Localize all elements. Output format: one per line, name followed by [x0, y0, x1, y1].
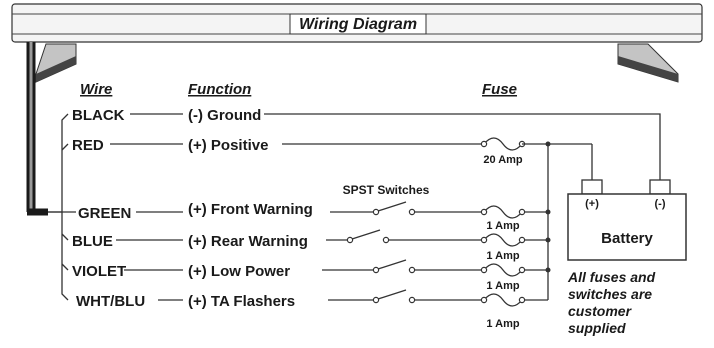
- diagram-title: Wiring Diagram: [299, 16, 417, 33]
- fuse-20a-terminal-left: [480, 140, 488, 148]
- battery: [567, 179, 687, 261]
- fan-out-leads: [48, 113, 76, 301]
- function-label-positive: (+) Positive: [188, 137, 268, 154]
- lightbar: [11, 3, 703, 43]
- wire-label-red: RED: [72, 137, 104, 154]
- fuse-front-warning-label: 1 Amp: [486, 220, 519, 232]
- note-line-2: switches are: [568, 286, 652, 302]
- battery-negative-label: (-): [655, 198, 666, 210]
- note-line-3: customer: [568, 303, 633, 319]
- fuse-low-power-label: 1 Amp: [486, 280, 519, 292]
- fuse-20a-label: 20 Amp: [483, 154, 523, 166]
- wire-label-black: BLACK: [72, 107, 125, 124]
- function-label-low-power: (+) Low Power: [188, 263, 290, 280]
- wire-to-function-lines: [110, 113, 183, 301]
- header-fuse: Fuse: [482, 81, 517, 98]
- function-label-front-warning: (+) Front Warning: [188, 201, 313, 218]
- fuse-rear-warning-label: 1 Amp: [486, 250, 519, 262]
- wire-label-wht-blu: WHT/BLU: [76, 293, 145, 310]
- function-label-ta-flashers: (+) TA Flashers: [188, 293, 295, 310]
- function-label-rear-warning: (+) Rear Warning: [188, 233, 308, 250]
- function-label-ground: (-) Ground: [188, 107, 261, 124]
- fuse-ta-flashers-label: 1 Amp: [486, 318, 519, 330]
- wire-label-green: GREEN: [78, 205, 131, 222]
- note-line-1: All fuses and: [567, 269, 656, 285]
- note-line-4: supplied: [568, 320, 626, 336]
- wire-label-violet: VIOLET: [72, 263, 126, 280]
- wire-label-blue: BLUE: [72, 233, 113, 250]
- header-wire: Wire: [80, 81, 112, 98]
- ground-wire: [264, 113, 661, 180]
- left-mounting-foot-shadow: [36, 56, 76, 82]
- header-function: Function: [188, 81, 251, 98]
- fuse-20a-symbol: [483, 137, 523, 151]
- battery-positive-label: (+): [585, 198, 599, 210]
- battery-label: Battery: [601, 230, 653, 247]
- spst-switches-label: SPST Switches: [343, 183, 430, 197]
- right-mounting-foot-shadow: [618, 56, 678, 82]
- switched-circuits: [322, 201, 551, 307]
